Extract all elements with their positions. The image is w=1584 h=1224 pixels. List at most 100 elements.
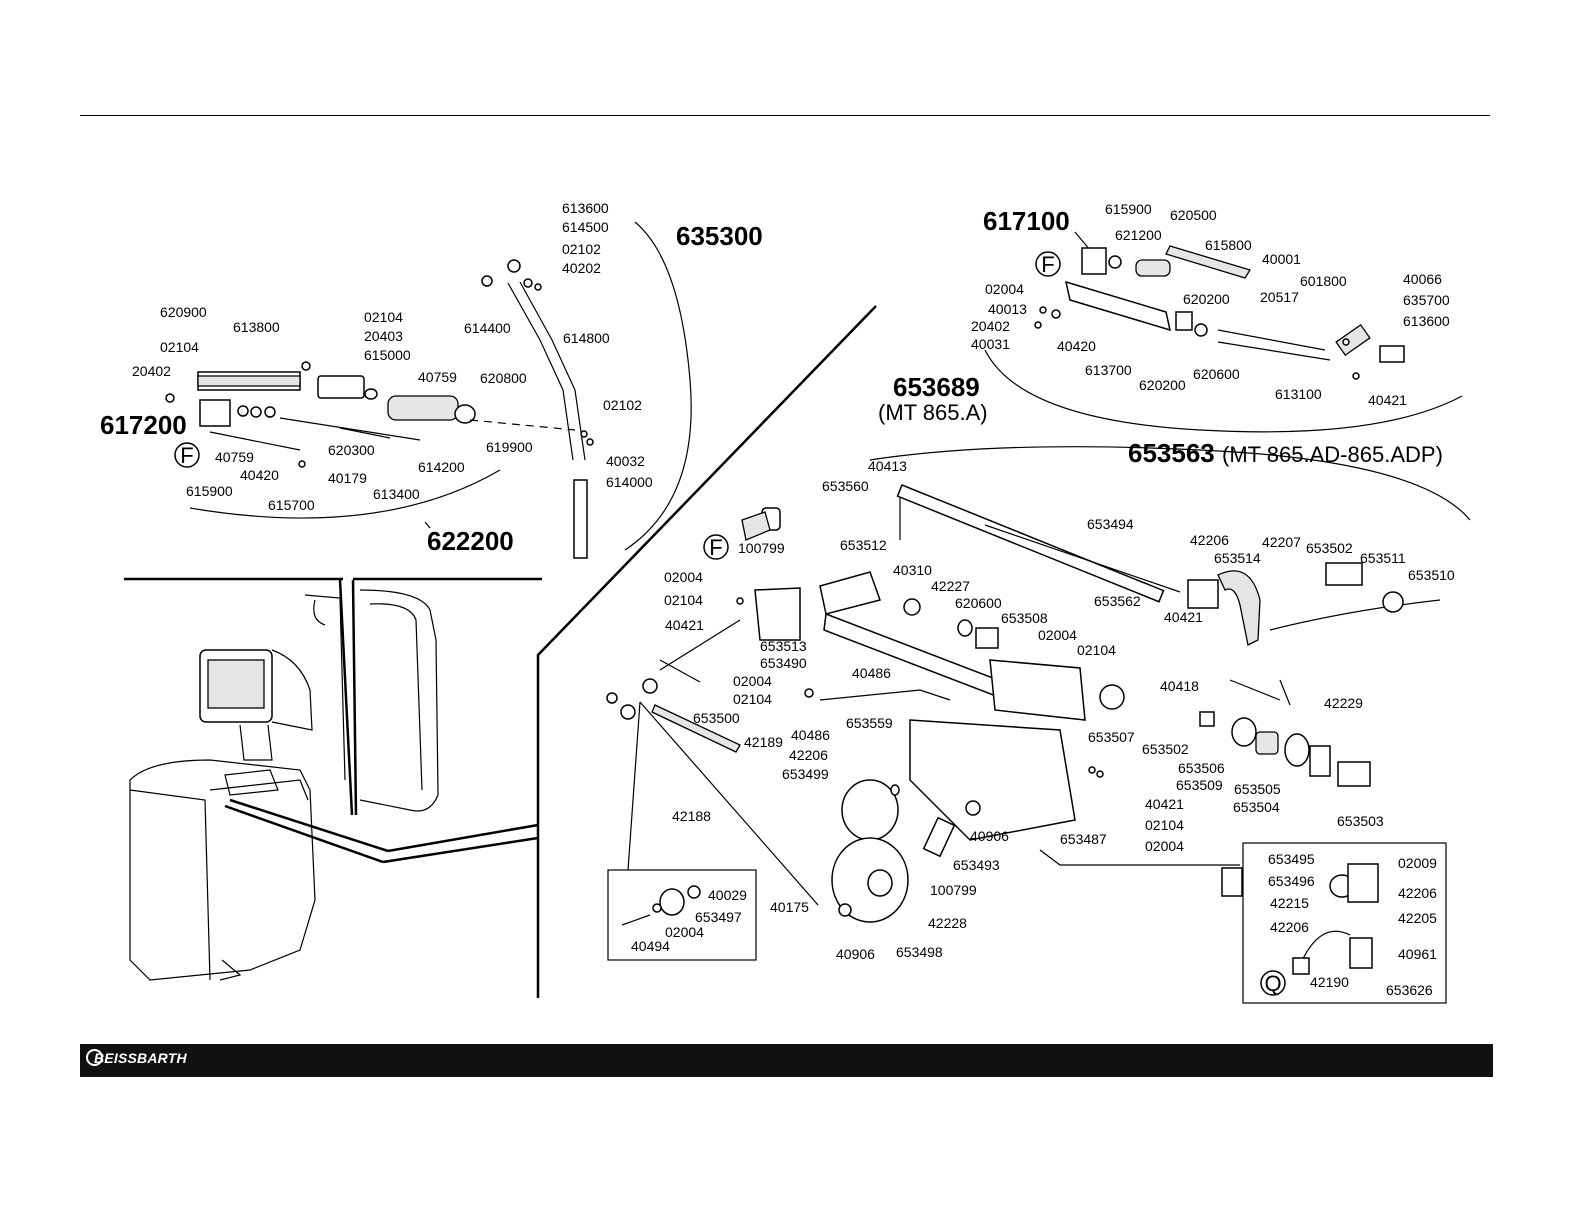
part-number-label: 42207 [1262,534,1301,550]
assembly-653563-drawing [606,484,1404,923]
variant-labels: (MT 865.A)(MT 865.AD-865.ADP) [878,400,1443,467]
part-number-label: 02104 [1145,817,1184,833]
part-number-label: 653504 [1233,799,1280,815]
part-number-label: 653514 [1214,550,1261,566]
brand-mark-icon [86,1049,103,1066]
part-number-label: 02104 [1077,642,1116,658]
part-number-label: 40001 [1262,251,1301,267]
part-number-label: 42189 [744,734,783,750]
part-number-label: 40906 [836,946,875,962]
part-number-label: 02102 [562,241,601,257]
part-number-label: 40013 [988,301,1027,317]
part-number-label: 653496 [1268,873,1315,889]
detail-marker-q: Q [1264,971,1281,996]
part-number-label: 02004 [1145,838,1184,854]
part-number-label: 653560 [822,478,869,494]
part-number-label: 653499 [782,766,829,782]
part-number-label: 20402 [132,363,171,379]
part-number-label: 20402 [971,318,1010,334]
detail-marker-f: F [1041,252,1054,277]
assembly-number-617100: 617100 [983,206,1070,236]
part-number-label: 614200 [418,459,465,475]
part-number-label: 42229 [1324,695,1363,711]
part-number-label: 02004 [665,924,704,940]
part-number-label: 620800 [480,370,527,386]
footer-bar [80,1044,1493,1077]
part-number-label: 653487 [1060,831,1107,847]
part-number-label: 40029 [708,887,747,903]
part-number-label: 653502 [1306,540,1353,556]
part-number-label: 40759 [215,449,254,465]
part-number-label: 653513 [760,638,807,654]
part-number-label: 653494 [1087,516,1134,532]
detail-markers: F F F Q [174,251,1286,996]
part-number-label: 42228 [928,915,967,931]
part-number-label: 653490 [760,655,807,671]
machine-overview-sketch [129,579,539,981]
part-number-label: 40175 [770,899,809,915]
assembly-617200-drawing [165,361,576,468]
part-number-label: 42206 [1398,885,1437,901]
part-number-label: 40906 [970,828,1009,844]
part-number-label: 613600 [562,200,609,216]
part-number-label: 40032 [606,453,645,469]
part-number-label: 653502 [1142,741,1189,757]
part-number-label: 40066 [1403,271,1442,287]
part-number-label: 635700 [1403,292,1450,308]
part-number-label: 620600 [1193,366,1240,382]
part-number-label: 613600 [1403,313,1450,329]
part-number-label: 621200 [1115,227,1162,243]
assembly-number-635300: 635300 [676,221,763,251]
part-number-label: 100799 [738,540,785,556]
part-number-label: 02004 [985,281,1024,297]
part-number-label: 100799 [930,882,977,898]
part-number-label: 620300 [328,442,375,458]
part-number-label: 653503 [1337,813,1384,829]
detail-marker-circle [703,534,729,560]
part-number-label: 614800 [563,330,610,346]
part-number-label: 40421 [665,617,704,633]
part-number-label: 653508 [1001,610,1048,626]
part-number-label: 620600 [955,595,1002,611]
part-number-label: 653510 [1408,567,1455,583]
part-number-label: 620900 [160,304,207,320]
part-number-labels: 6136006145000210240202620900613800021042… [132,200,1455,998]
part-number-label: 615900 [186,483,233,499]
detail-marker-circle [174,442,200,468]
part-number-label: 40494 [631,938,670,954]
part-number-label: 40418 [1160,678,1199,694]
part-number-label: 40420 [240,467,279,483]
group-brackets [189,221,1471,906]
part-number-label: 653495 [1268,851,1315,867]
panel-dividers [124,305,877,998]
part-number-label: 02104 [733,691,772,707]
assembly-number-622200: 622200 [427,526,514,556]
part-number-label: 40413 [868,458,907,474]
part-number-label: 615000 [364,347,411,363]
part-number-label: 02104 [664,592,703,608]
assembly-number-653689: 653689 [893,372,980,402]
assembly-number-617200: 617200 [100,410,187,440]
part-number-label: 42215 [1270,895,1309,911]
part-number-label: 653505 [1234,781,1281,797]
brand-name: BEISSBARTH [94,1050,187,1066]
part-number-label: 02004 [733,673,772,689]
detail-marker-f: F [180,443,193,468]
lever-635300-drawing [481,259,594,559]
part-number-label: 653626 [1386,982,1433,998]
detail-marker-f: F [709,535,722,560]
part-number-label: 42190 [1310,974,1349,990]
detail-marker-circle [1260,970,1286,996]
part-number-label: 02102 [603,397,642,413]
part-number-label: 613100 [1275,386,1322,402]
part-number-label: 613700 [1085,362,1132,378]
part-number-label: 02009 [1398,855,1437,871]
part-number-label: 653559 [846,715,893,731]
part-number-label: 40179 [328,470,367,486]
part-number-label: 653511 [1360,550,1406,566]
part-number-label: 653562 [1094,593,1141,609]
part-number-label: 42227 [931,578,970,594]
part-number-label: 40486 [852,665,891,681]
part-number-label: 620200 [1139,377,1186,393]
